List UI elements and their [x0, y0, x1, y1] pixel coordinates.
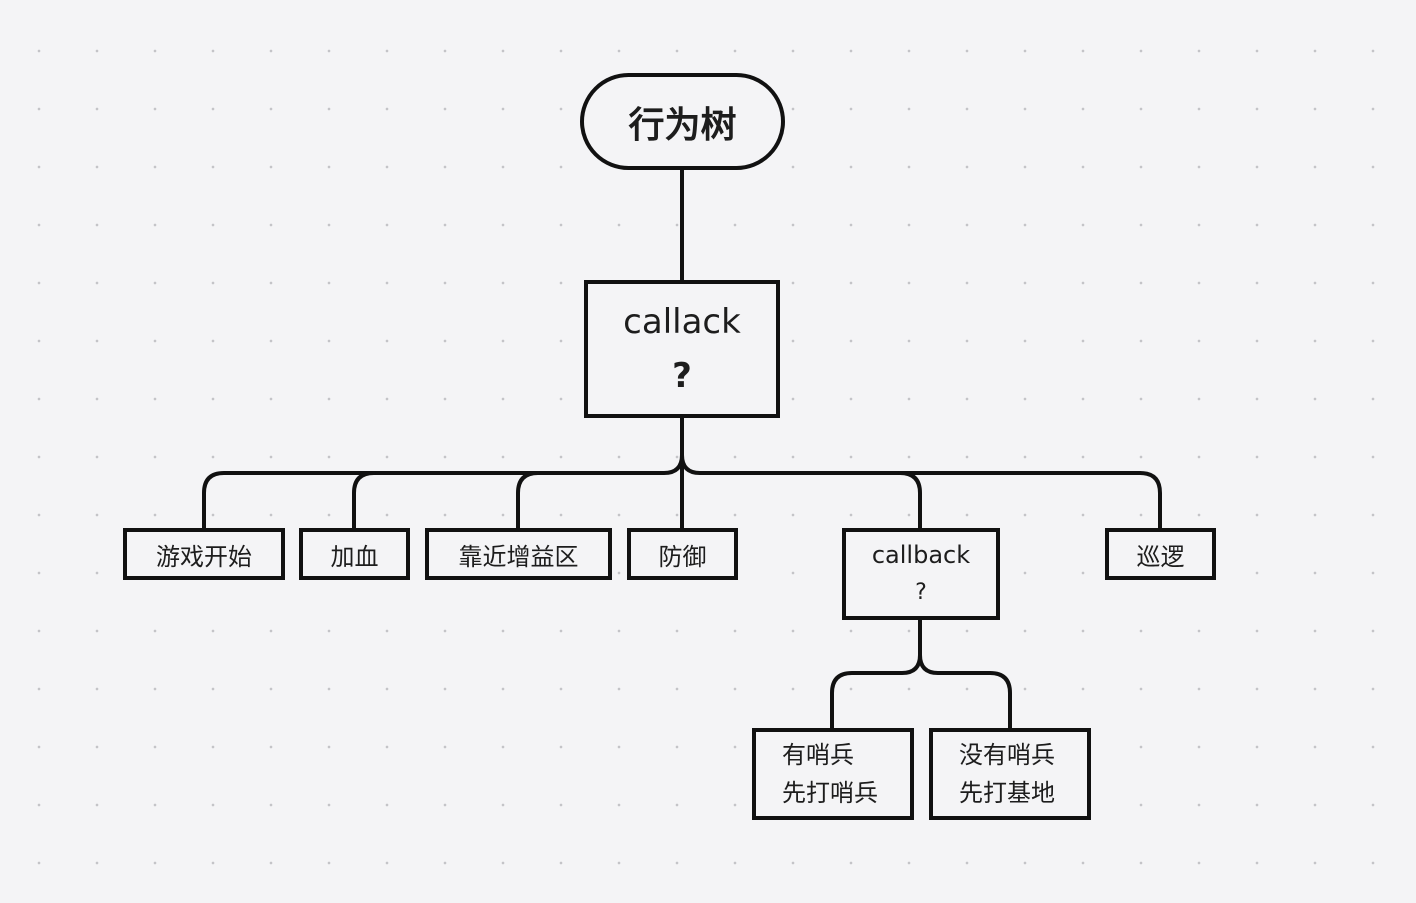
sub-selector-node[interactable]: callback ?: [842, 528, 1000, 620]
leaf-node-defend[interactable]: 防御: [627, 528, 738, 580]
leaf-label: 巡逻: [1136, 542, 1185, 571]
sub-leaf-line2: 先打基地: [959, 779, 1055, 807]
root-node[interactable]: 行为树: [580, 73, 785, 170]
leaf-node-patrol[interactable]: 巡逻: [1105, 528, 1216, 580]
edge-sub-left: [830, 653, 922, 730]
selector-label: callack: [623, 302, 741, 342]
sub-leaf-line1: 没有哨兵: [959, 741, 1055, 769]
leaf-node-game-start[interactable]: 游戏开始: [123, 528, 285, 580]
leaf-label: 防御: [658, 542, 707, 571]
edge-to-heal: [352, 471, 376, 530]
leaf-node-heal[interactable]: 加血: [299, 528, 410, 580]
leaf-node-buff-zone[interactable]: 靠近增益区: [425, 528, 612, 580]
sub-leaf-node-base[interactable]: 没有哨兵 先打基地: [929, 728, 1091, 820]
leaf-label: 加血: [330, 542, 379, 571]
edge-left-bus: [202, 453, 684, 530]
root-label: 行为树: [628, 104, 737, 146]
leaf-label: 靠近增益区: [458, 542, 579, 571]
sub-leaf-line2: 先打哨兵: [782, 779, 878, 807]
edge-to-buff-zone: [516, 471, 540, 530]
selector-node[interactable]: callack ?: [584, 280, 780, 418]
leaf-label: 游戏开始: [156, 542, 252, 571]
edge-right-bus: [680, 453, 1162, 530]
sub-leaf-node-sentry[interactable]: 有哨兵 先打哨兵: [752, 728, 914, 820]
selector-symbol: ?: [672, 356, 692, 396]
edge-sub-right: [918, 653, 1012, 730]
sub-selector-label: callback: [871, 541, 971, 569]
sub-selector-symbol: ?: [915, 580, 927, 605]
sub-leaf-line1: 有哨兵: [782, 741, 854, 769]
edge-to-sub-selector: [898, 471, 922, 530]
